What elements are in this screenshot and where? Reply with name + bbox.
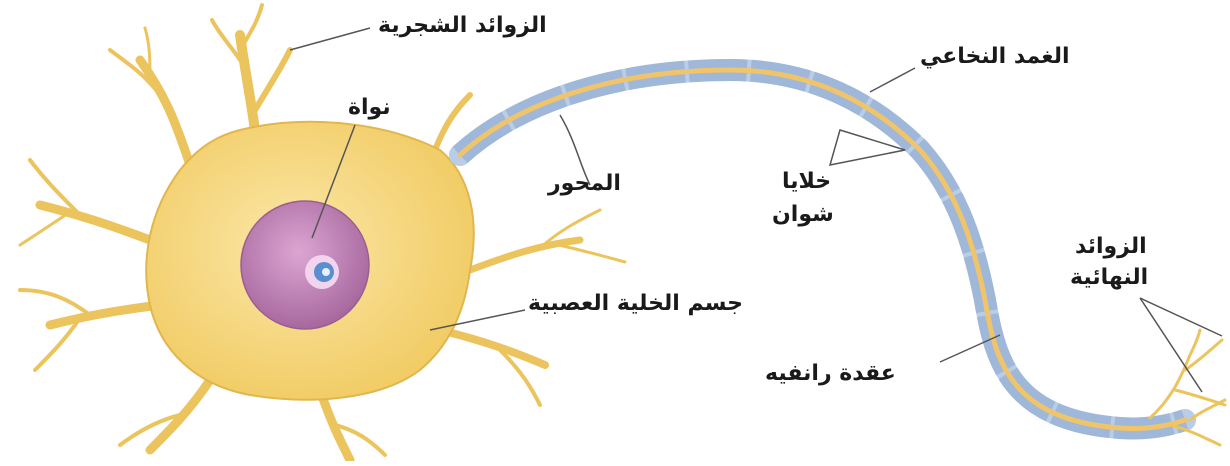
nucleus-shape: [241, 201, 369, 329]
label-schwann-line2: شوان: [772, 203, 834, 227]
label-axon: المحور: [548, 172, 621, 196]
label-node-of-ranvier: عقدة رانفيه: [765, 362, 896, 386]
label-cell-body: جسم الخلية العصبية: [528, 292, 743, 316]
label-schwann-line1: خلايا: [782, 170, 831, 194]
label-terminals-line1: الزوائد: [1075, 235, 1147, 259]
label-myelin-sheath: الغمد النخاعي: [920, 45, 1070, 69]
label-dendrites: الزوائد الشجرية: [378, 14, 547, 38]
label-nucleus: نواة: [348, 96, 391, 120]
label-terminals-line2: النهائية: [1070, 266, 1148, 290]
